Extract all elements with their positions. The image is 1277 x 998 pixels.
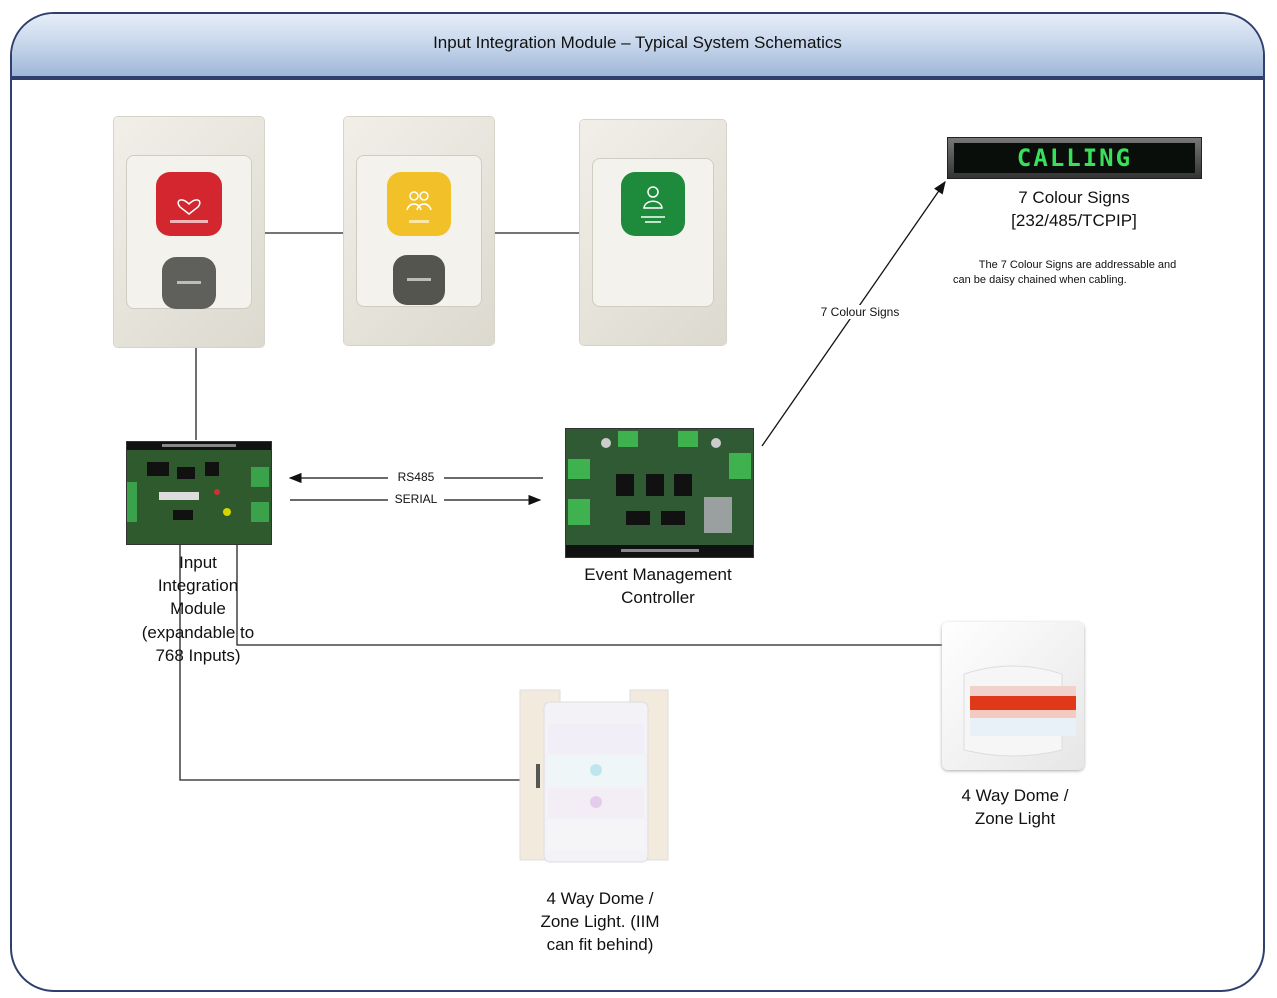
emergency-call-plate (114, 117, 264, 347)
emc-label-line2: Controller (621, 588, 695, 607)
sign-note-line1: The 7 Colour Signs are addressable and (978, 259, 1177, 271)
assist-button (387, 172, 451, 236)
link-label-signs: 7 Colour Signs (810, 305, 910, 319)
iim-label-line2: Integration (157, 576, 239, 595)
press-for-nurse-button (621, 172, 685, 236)
iim-label-line5: 768 Inputs) (155, 646, 241, 665)
title-bar: Input Integration Module – Typical Syste… (12, 14, 1263, 80)
emc-label-line1: Event Management (584, 565, 732, 584)
iim-label-line1: Input (179, 553, 217, 572)
seven-colour-sign: CALLING (947, 137, 1202, 179)
sign-label-line2: [232/485/TCPIP] (1011, 211, 1137, 230)
sign-display: CALLING (954, 143, 1195, 173)
event-management-controller-board (565, 428, 754, 558)
wire-iim-dome-right (236, 545, 942, 646)
nurse-call-plate (580, 120, 726, 345)
iim-label-line4: (expandable to (141, 623, 255, 642)
dome-bottom-label-line1: 4 Way Dome / (546, 889, 654, 908)
cancel-button-1 (162, 257, 216, 309)
people-icon (406, 191, 432, 223)
iim-label-line3: Module (170, 599, 226, 618)
serial-label: SERIAL (388, 492, 444, 506)
input-integration-module-board (126, 441, 272, 545)
zone-light-right (942, 622, 1084, 770)
cancel-button-2 (393, 255, 445, 305)
dome-bottom-label-line2: Zone Light. (IIM (540, 912, 660, 931)
dome-bottom-label-line3: can fit behind) (546, 935, 654, 954)
sign-note-line2: can be daisy chained when cabling. (953, 274, 1127, 286)
heart-icon (170, 199, 208, 223)
assist-call-plate (344, 117, 494, 345)
rs485-label: RS485 (388, 470, 444, 484)
emergency-button (156, 172, 222, 236)
wire-iim-dome-bottom (179, 545, 522, 781)
sign-label-line1: 7 Colour Signs (1018, 188, 1130, 207)
dome-right-label-line2: Zone Light (974, 809, 1056, 828)
zone-light-bottom (518, 684, 670, 868)
diagram-title: Input Integration Module – Typical Syste… (433, 33, 842, 52)
nurse-icon (641, 186, 665, 223)
dome-right-label-line1: 4 Way Dome / (961, 786, 1069, 805)
